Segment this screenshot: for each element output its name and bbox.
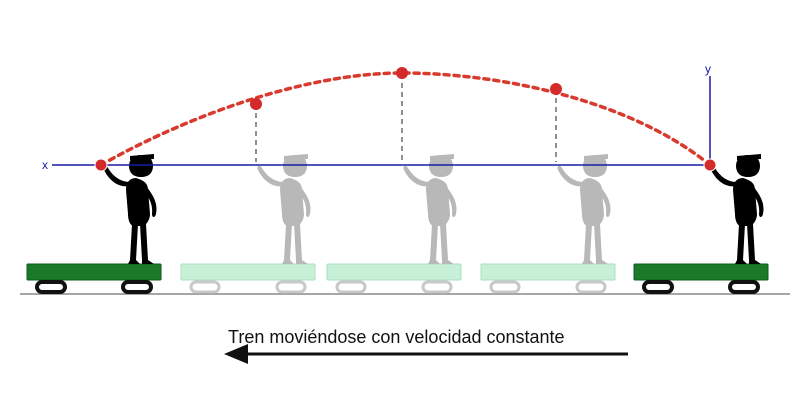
cart-left [26, 263, 162, 294]
cart-faded-1 [180, 263, 316, 294]
ball-icon-4 [550, 83, 562, 95]
ball-icon-start [94, 158, 108, 172]
cart-faded-2 [326, 263, 462, 294]
person-faded-1 [257, 154, 311, 264]
person-left [103, 154, 157, 264]
y-axis-label: y [705, 62, 711, 76]
cart-faded-3 [480, 263, 616, 294]
cart-right [633, 263, 769, 294]
person-right [710, 154, 764, 264]
ball-icon-apex [396, 67, 408, 79]
person-faded-2 [403, 154, 457, 264]
left-arrow-icon [224, 344, 628, 364]
person-faded-3 [557, 154, 611, 264]
caption-text: Tren moviéndose con velocidad constante [228, 327, 565, 347]
ball-icon-2 [250, 98, 262, 110]
ball-trajectory [99, 71, 712, 167]
x-axis-label: x [42, 158, 48, 172]
ball-icon-end [703, 158, 717, 172]
